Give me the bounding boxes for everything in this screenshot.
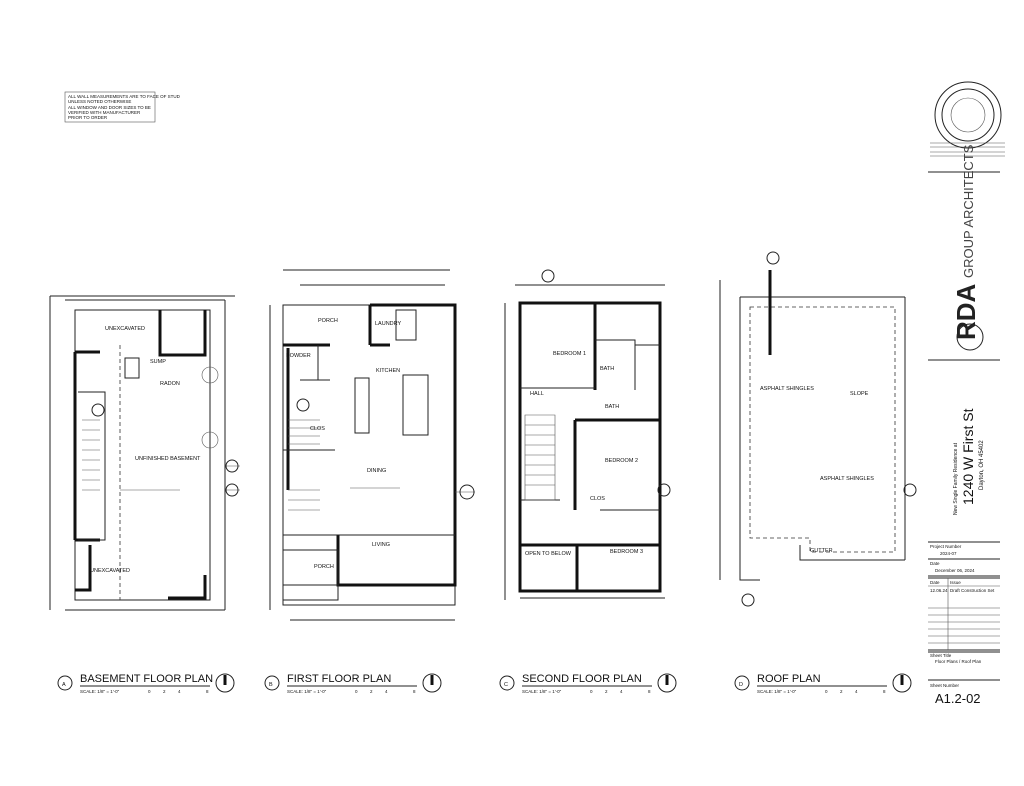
plan-title-c: C SECOND FLOOR PLAN SCALE: 1/8" = 1'-0" … — [499, 673, 677, 694]
rda-logo-icon — [956, 323, 984, 351]
label: DINING — [367, 468, 386, 474]
label: ASPHALT SHINGLES — [820, 476, 874, 482]
label: Sheet Title — [930, 653, 952, 658]
label: UNLESS NOTED OTHERWISE — [68, 99, 131, 104]
label: ALL WALL MEASUREMENTS ARE TO FACE OF STU… — [68, 94, 181, 99]
label: Date — [930, 561, 940, 566]
label: A — [62, 682, 66, 688]
label: 4 — [620, 689, 623, 694]
north-arrow-icon — [422, 673, 442, 693]
label: LIVING — [372, 542, 390, 548]
label: 2 — [370, 689, 373, 694]
label: RADON — [160, 381, 180, 387]
label: Sheet Number — [930, 683, 960, 688]
label: SLOPE — [850, 391, 869, 397]
north-arrow-icon — [657, 673, 677, 693]
second-floor-plan: BEDROOM 1 BATH HALL BATH BEDROOM 2 BEDRO… — [504, 269, 671, 600]
label: D — [739, 682, 743, 688]
label: Date — [930, 580, 940, 585]
label: SUMP — [150, 359, 166, 365]
label: 2 — [605, 689, 608, 694]
label: SCALE: 1/8" = 1'-0" — [80, 689, 120, 694]
label: SCALE: 1/8" = 1'-0" — [287, 689, 327, 694]
label: 4 — [385, 689, 388, 694]
label: UNFINISHED BASEMENT — [135, 456, 201, 462]
label: PORCH — [314, 564, 334, 570]
label: GUTTER — [810, 548, 833, 554]
label: 2 — [840, 689, 843, 694]
label: HALL — [530, 391, 544, 397]
label: FIRST FLOOR PLAN — [287, 673, 391, 685]
label: C — [504, 682, 508, 688]
label: BASEMENT FLOOR PLAN — [80, 673, 213, 685]
label: GROUP ARCHITECTS — [961, 144, 976, 278]
label: Floor Plans / Roof Plan — [935, 659, 982, 664]
label: CLOS — [590, 496, 605, 502]
label: ASPHALT SHINGLES — [760, 386, 814, 392]
label: ALL WINDOW AND DOOR SIZES TO BE — [68, 105, 151, 110]
label: 0 — [825, 689, 828, 694]
label: Project Number — [930, 544, 962, 549]
label: 4 — [855, 689, 858, 694]
label: 2 — [163, 689, 166, 694]
basement-floor-plan: UNEXCAVATED UNFINISHED BASEMENT UNEXCAVA… — [49, 295, 240, 611]
label: CLOS — [310, 426, 325, 432]
label: UNEXCAVATED — [90, 568, 130, 574]
label: 8 — [413, 689, 416, 694]
label: B — [269, 682, 273, 688]
label: BATH — [600, 366, 614, 372]
label: 8 — [206, 689, 209, 694]
label: PORCH — [318, 318, 338, 324]
north-arrow-icon — [215, 673, 235, 693]
sheet-number: A1.2-02 — [935, 691, 981, 706]
plan-title-b: B FIRST FLOOR PLAN SCALE: 1/8" = 1'-0" 0… — [264, 673, 442, 694]
label: Dayton, OH 45402 — [979, 440, 985, 490]
label: New Single Family Residence at — [953, 442, 959, 515]
label: BEDROOM 1 — [553, 351, 586, 357]
label: 8 — [648, 689, 651, 694]
label: SCALE: 1/8" = 1'-0" — [522, 689, 562, 694]
label: POWDER — [286, 353, 311, 359]
label: December 06, 2024 — [935, 568, 975, 573]
label: BEDROOM 2 — [605, 458, 638, 464]
label: 0 — [590, 689, 593, 694]
label: Draft Construction Set — [950, 588, 995, 593]
label: 4 — [178, 689, 181, 694]
label: LAUNDRY — [375, 321, 402, 327]
label: KITCHEN — [376, 368, 400, 374]
label: BATH — [605, 404, 619, 410]
label: SECOND FLOOR PLAN — [522, 673, 642, 685]
label: SCALE: 1/8" = 1'-0" — [757, 689, 797, 694]
plan-title-d: D ROOF PLAN SCALE: 1/8" = 1'-0" 0 2 4 8 — [734, 673, 912, 694]
label: RDA — [951, 283, 981, 340]
label: Issue — [950, 580, 961, 585]
label: 1240 W First St — [960, 408, 976, 505]
label: BEDROOM 3 — [610, 549, 643, 555]
roof-plan: ASPHALT SHINGLES ASPHALT SHINGLES SLOPE … — [719, 251, 917, 607]
architect-seal — [930, 81, 1005, 157]
north-arrow-icon — [892, 673, 912, 693]
label: 2024-07 — [940, 551, 957, 556]
general-notes: ALL WALL MEASUREMENTS ARE TO FACE OF STU… — [64, 91, 181, 123]
label: OPEN TO BELOW — [525, 551, 572, 557]
title-block: RDA GROUP ARCHITECTS New Single Family R… — [928, 81, 1005, 706]
first-floor-plan: PORCH LAUNDRY POWDER KITCHEN DINING LIVI… — [269, 269, 475, 621]
plan-title-a: A BASEMENT FLOOR PLAN SCALE: 1/8" = 1'-0… — [57, 673, 235, 694]
label: 0 — [355, 689, 358, 694]
label: PRIOR TO ORDER — [68, 115, 108, 120]
firm-logo: RDA GROUP ARCHITECTS — [951, 144, 981, 340]
label: UNEXCAVATED — [105, 326, 145, 332]
label: ROOF PLAN — [757, 673, 821, 685]
label: 0 — [148, 689, 151, 694]
label: VERIFIED WITH MANUFACTURER — [68, 110, 141, 115]
label: 8 — [883, 689, 886, 694]
label: 12.06.24 — [930, 588, 948, 593]
